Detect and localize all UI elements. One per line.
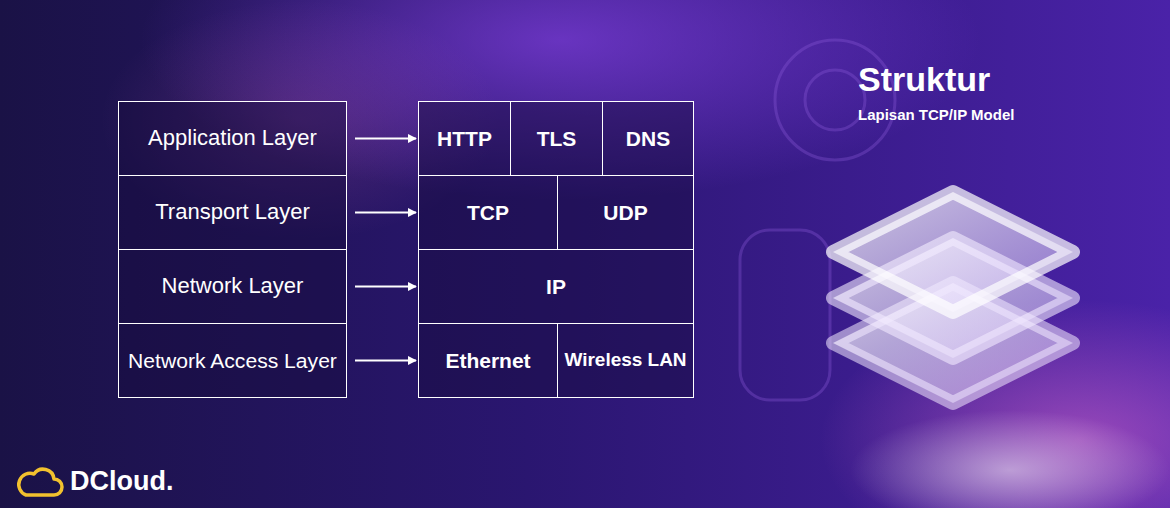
layer-name: Network Access Layer [122, 347, 343, 374]
layer-box: Application Layer [118, 101, 347, 176]
protocol-name: Ethernet [439, 347, 536, 374]
protocol-name: TCP [461, 199, 515, 226]
protocol-box: DNS [602, 101, 694, 176]
layer-box: Network Access Layer [118, 323, 347, 398]
protocol-box: Wireless LAN [557, 323, 694, 398]
protocol-box: IP [418, 249, 694, 324]
protocol-name: UDP [597, 199, 653, 226]
layer-name: Transport Layer [149, 198, 315, 227]
layers-icon [833, 192, 1073, 403]
protocol-box: TCP [418, 175, 558, 250]
protocol-box: UDP [557, 175, 694, 250]
protocol-box: Ethernet [418, 323, 558, 398]
layer-box: Transport Layer [118, 175, 347, 250]
protocol-name: HTTP [431, 125, 498, 152]
arrow [355, 286, 416, 288]
subtitle: Lapisan TCP/IP Model [858, 106, 1014, 123]
protocol-box: HTTP [418, 101, 511, 176]
arrow [355, 360, 416, 362]
layer-name: Application Layer [142, 124, 323, 153]
protocol-name: Wireless LAN [558, 348, 692, 373]
protocol-name: DNS [620, 125, 676, 152]
protocol-name: IP [540, 273, 572, 300]
brand-logo: DCloud. [70, 466, 173, 497]
arrow [355, 138, 416, 140]
protocol-box: TLS [510, 101, 603, 176]
protocol-name: TLS [531, 125, 583, 152]
cloud-logo [19, 469, 62, 495]
layer-box: Network Layer [118, 249, 347, 324]
layer-name: Network Layer [156, 272, 310, 301]
title: Struktur [858, 60, 990, 99]
arrow [355, 212, 416, 214]
